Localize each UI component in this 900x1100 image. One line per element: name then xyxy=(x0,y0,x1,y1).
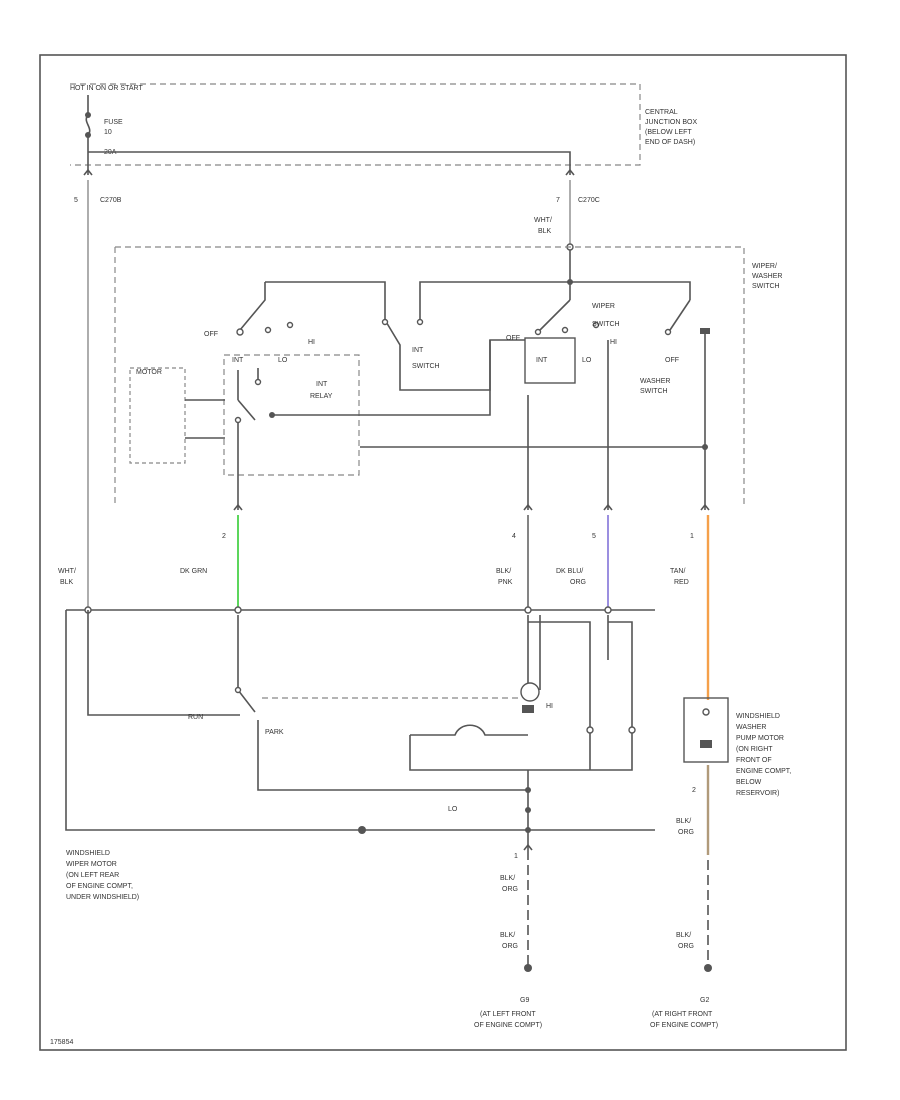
lo-label: LO xyxy=(448,806,458,813)
g2-location-2: OF ENGINE COMPT) xyxy=(650,1022,718,1029)
g2-color-1: BLK/ xyxy=(676,932,691,939)
diagram-frame xyxy=(39,54,847,1051)
switch-title-3: SWITCH xyxy=(752,283,780,290)
washer-switch-label-2: SWITCH xyxy=(640,388,668,395)
junction-box-label-2: JUNCTION BOX xyxy=(645,119,697,126)
motor-label-2: WIPER MOTOR xyxy=(66,861,117,868)
pos-lo-mid: LO xyxy=(582,357,592,364)
feed-wire-color-2: BLK xyxy=(60,579,74,586)
diagram-id: 175854 xyxy=(50,1039,73,1046)
washer-switch-label-1: WASHER xyxy=(640,378,670,385)
motor-label-4: OF ENGINE COMPT, xyxy=(66,883,133,890)
pos-lo-left: LO xyxy=(278,357,288,364)
switch-title-2: WASHER xyxy=(752,273,782,280)
g9-color-1b: ORG xyxy=(502,886,518,893)
pump-label-3: PUMP MOTOR xyxy=(736,735,784,742)
top-wire-color-1: WHT/ xyxy=(534,217,552,224)
pos-off-mid: OFF xyxy=(506,335,520,342)
pump-pin: 2 xyxy=(692,787,696,794)
park-label: PARK xyxy=(265,729,284,736)
conn-right-label: C270C xyxy=(578,197,600,204)
motor-label-3: (ON LEFT REAR xyxy=(66,872,119,879)
ground-g2-symbol xyxy=(704,964,712,972)
power-source-label: HOT IN ON OR START xyxy=(70,85,143,92)
int-switch-label-1: INT xyxy=(412,347,424,354)
top-wire-color-2: BLK xyxy=(538,228,552,235)
g9-color-1a: BLK/ xyxy=(500,875,515,882)
wire-4-color-1: BLK/ xyxy=(496,568,511,575)
pos-int-mid: INT xyxy=(536,357,548,364)
int-motor-label: MOTOR xyxy=(136,369,162,376)
int-motor-box xyxy=(129,367,186,464)
pump-label-6: ENGINE COMPT, xyxy=(736,768,791,775)
wire-1-color-1: TAN/ xyxy=(670,568,685,575)
g2-location-1: (AT RIGHT FRONT xyxy=(652,1011,713,1018)
wire-5-pin: 5 xyxy=(592,533,596,540)
switch-title-1: WIPER/ xyxy=(752,263,777,270)
wiper-switch-box xyxy=(524,337,576,384)
wire-4-color-2: PNK xyxy=(498,579,513,586)
fuse-label-1: FUSE xyxy=(104,119,123,126)
g2-id: G2 xyxy=(700,997,709,1004)
pump-label-1: WINDSHIELD xyxy=(736,713,780,720)
motor-label-1: WINDSHIELD xyxy=(66,850,110,857)
motor-pin: 1 xyxy=(514,853,518,860)
switch-block-outline xyxy=(114,246,745,505)
conn-left-label: C270B xyxy=(100,197,122,204)
wire-2-color: DK GRN xyxy=(180,568,207,575)
fuse-bus-wire xyxy=(88,151,571,175)
motor-armature xyxy=(520,682,540,702)
pos-hi-mid: HI xyxy=(610,339,617,346)
g9-location-2: OF ENGINE COMPT) xyxy=(474,1022,542,1029)
int-switch-label-2: SWITCH xyxy=(412,363,440,370)
pump-color-1: BLK/ xyxy=(676,818,691,825)
pos-off-left: OFF xyxy=(204,331,218,338)
g9-color-2a: BLK/ xyxy=(500,932,515,939)
pos-hi-left: HI xyxy=(308,339,315,346)
junction-box-label-3: (BELOW LEFT xyxy=(645,129,692,136)
g9-id: G9 xyxy=(520,997,529,1004)
wire-5-color-2: ORG xyxy=(570,579,586,586)
pos-int-left: INT xyxy=(232,357,244,364)
wire-1-color-2: RED xyxy=(674,579,689,586)
junction-box-label-4: END OF DASH) xyxy=(645,139,695,146)
pump-color-2: ORG xyxy=(678,829,694,836)
pump-label-8: RESERVOIR) xyxy=(736,790,779,797)
g9-location-1: (AT LEFT FRONT xyxy=(480,1011,536,1018)
ground-g9-symbol xyxy=(524,964,532,972)
wiper-switch-label-1: WIPER xyxy=(592,303,615,310)
hi-label: HI xyxy=(546,703,553,710)
pump-label-4: (ON RIGHT xyxy=(736,746,773,753)
wiper-switch-label-2: SWITCH xyxy=(592,321,620,328)
relay-label-1: INT xyxy=(316,381,328,388)
conn-left-pin: 5 xyxy=(74,197,78,204)
wire-1-pin: 1 xyxy=(690,533,694,540)
washer-pump-box xyxy=(683,697,729,763)
feed-wire-color-1: WHT/ xyxy=(58,568,76,575)
junction-box-label-1: CENTRAL xyxy=(645,109,678,116)
motor-label-5: UNDER WINDSHIELD) xyxy=(66,894,139,901)
junction-box-outline xyxy=(70,83,641,166)
pump-label-5: FRONT OF xyxy=(736,757,772,764)
g9-color-2b: ORG xyxy=(502,943,518,950)
pump-label-2: WASHER xyxy=(736,724,766,731)
relay-label-2: RELAY xyxy=(310,393,333,400)
wire-4-pin: 4 xyxy=(512,533,516,540)
pump-label-7: BELOW xyxy=(736,779,762,786)
conn-right-pin: 7 xyxy=(556,197,560,204)
pos-off-right: OFF xyxy=(665,357,679,364)
switch-connector-pins xyxy=(233,503,710,511)
run-label: RUN xyxy=(188,714,203,721)
wire-2-pin: 2 xyxy=(222,533,226,540)
fuse-label-2: 10 xyxy=(104,129,112,136)
wire-5-color-1: DK BLU/ xyxy=(556,568,583,575)
g2-color-2: ORG xyxy=(678,943,694,950)
